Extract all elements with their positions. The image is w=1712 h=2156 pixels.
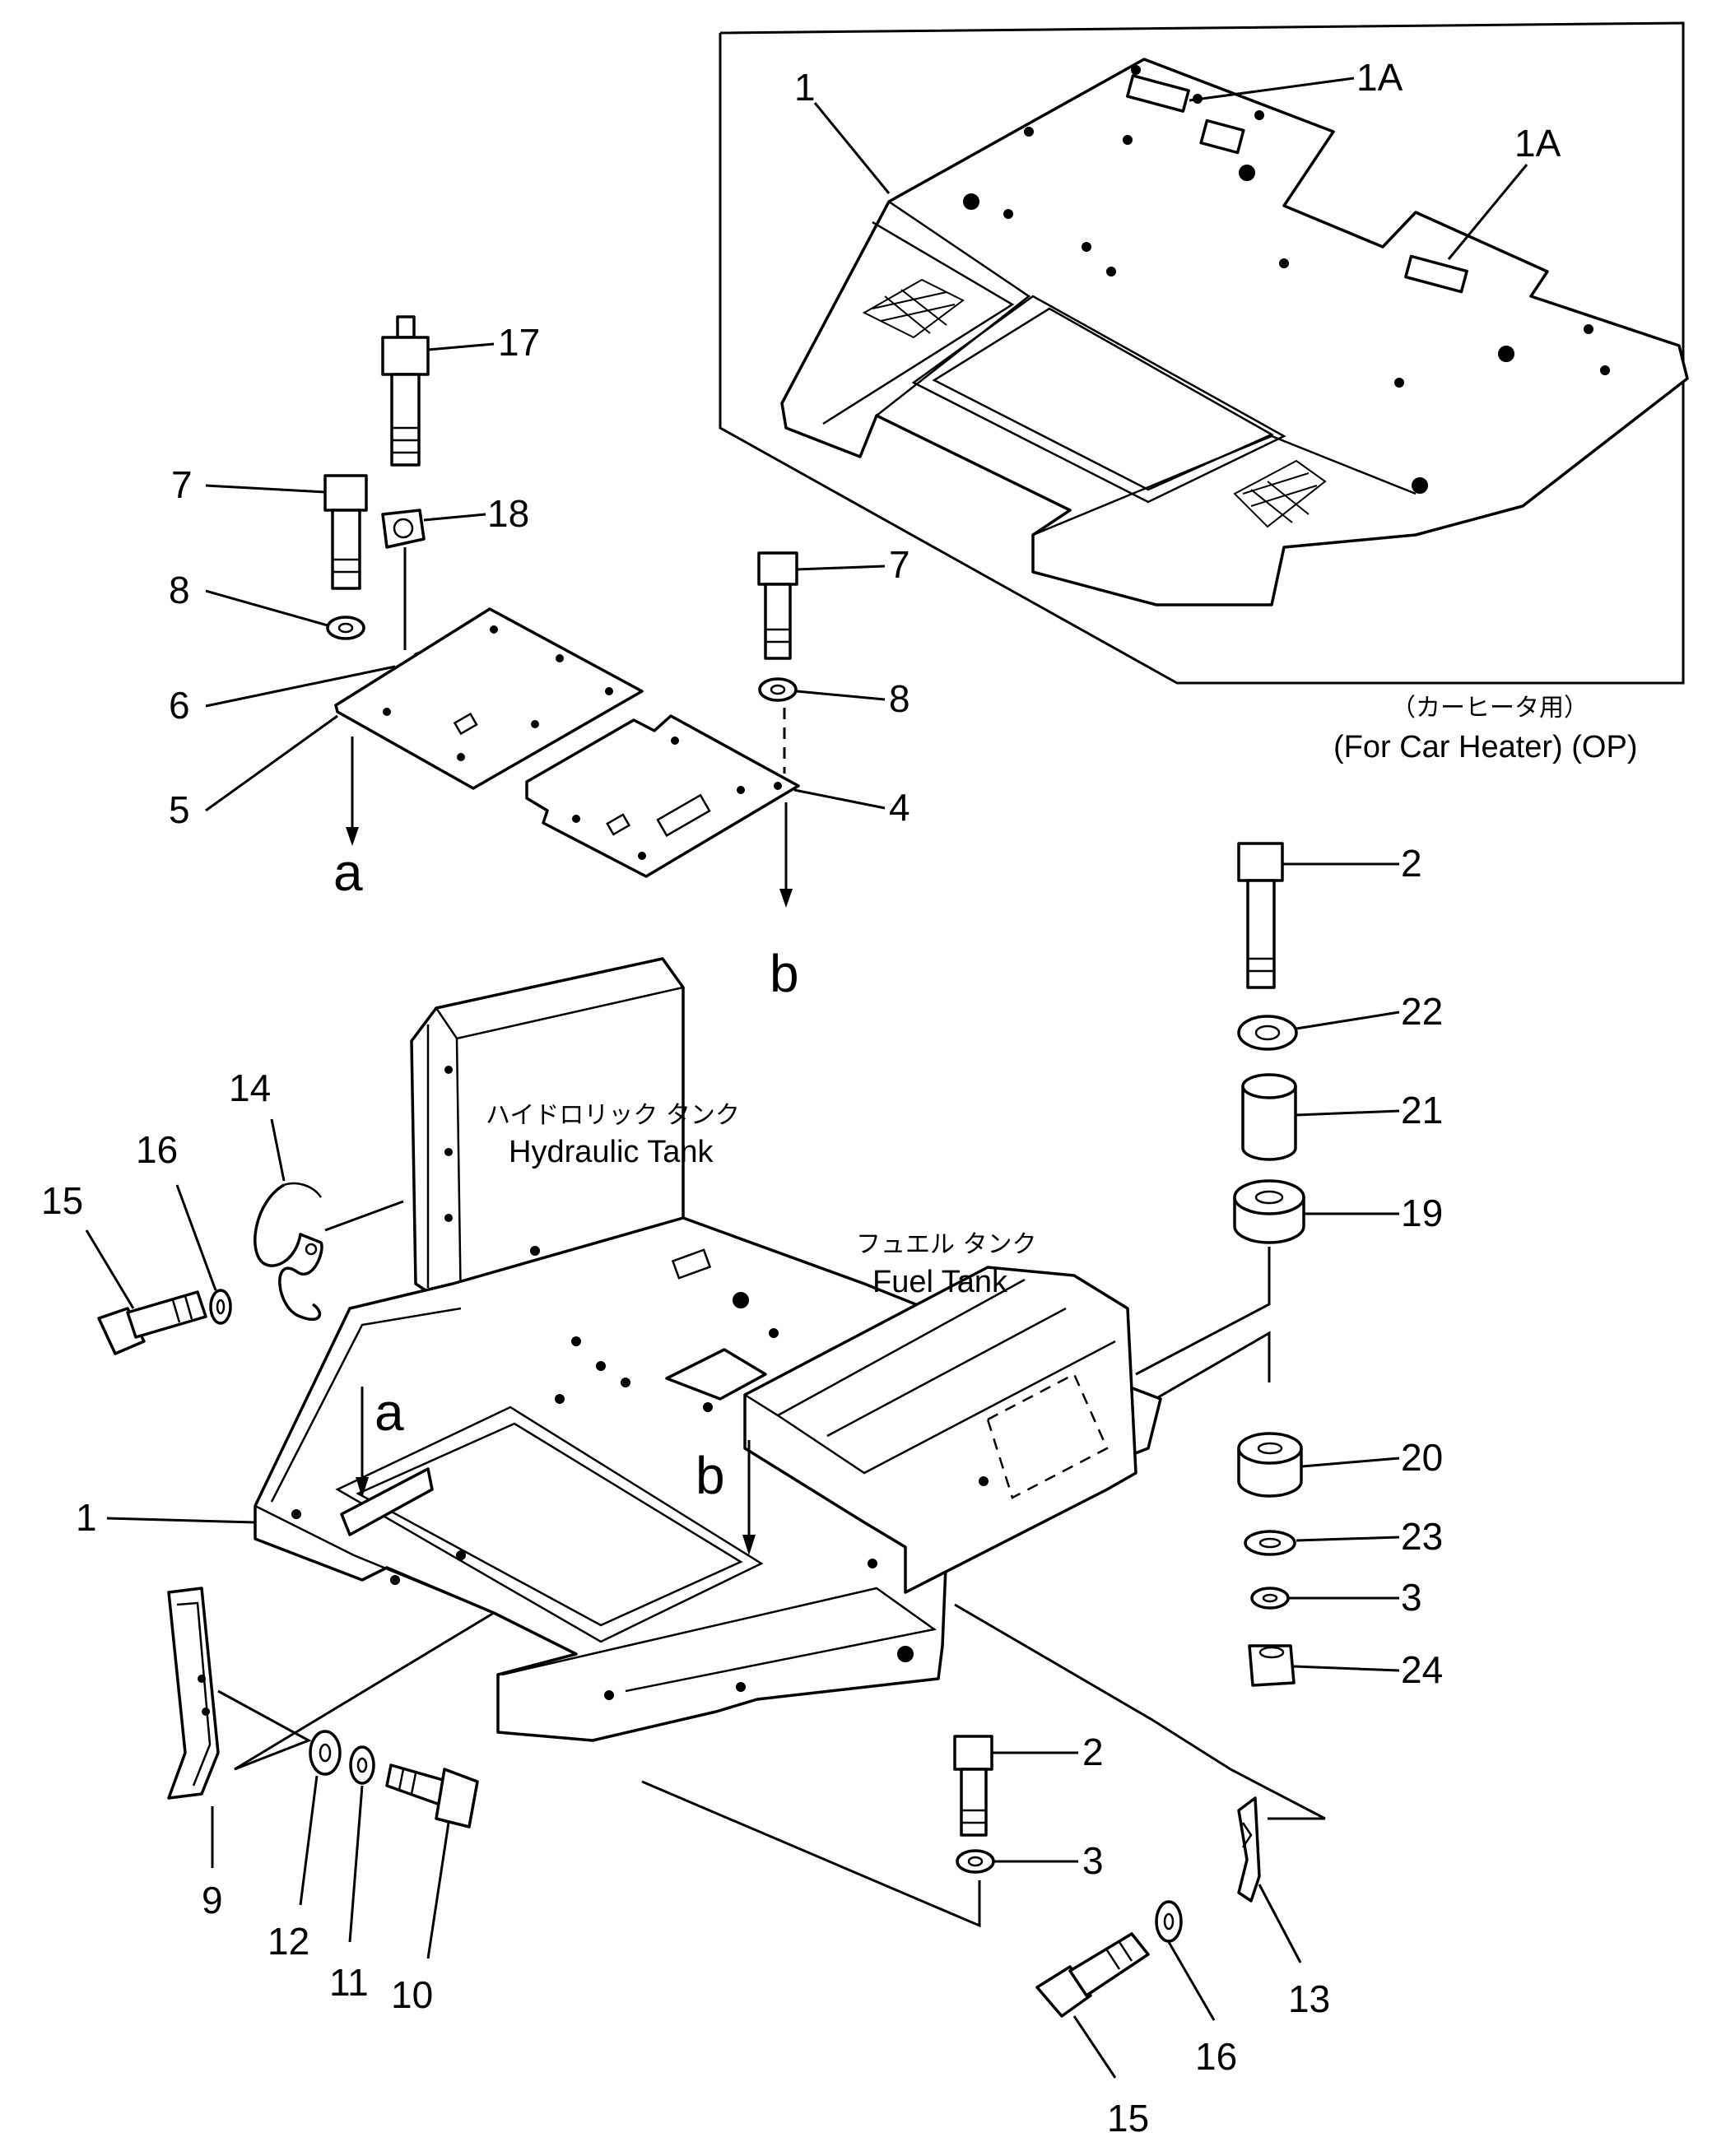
washer-16-icon (209, 1289, 232, 1325)
inset-label-1a-left: 1A (1356, 56, 1403, 99)
hydraulic-tank-label-jp: ハイドロリック タンク (486, 1101, 740, 1130)
fuel-tank-label-jp: フュエル タンク (856, 1230, 1037, 1259)
callout-19: 19 (1401, 1192, 1443, 1234)
callout-15-left: 15 (41, 1179, 83, 1222)
inset-bracket-1a-left (1126, 74, 1190, 113)
washer-8-right-icon (758, 677, 798, 702)
callout-12: 12 (268, 1920, 309, 1963)
nut-24-icon (1248, 1644, 1296, 1687)
inset-label-1: 1 (794, 66, 816, 109)
callout-7-left: 7 (171, 463, 193, 506)
plate-4-icon (525, 714, 800, 878)
bolt-15-lower-icon (1035, 1932, 1150, 2018)
fuel-tank-icon (743, 1266, 1137, 1594)
ref-a-lower: a (374, 1382, 404, 1442)
washer-16-lower-icon (1155, 1900, 1183, 1943)
callout-2-lower: 2 (1082, 1731, 1104, 1773)
bolt-7-icon (323, 474, 368, 590)
inset-grille-right (1233, 459, 1327, 528)
washer-12-icon (309, 1730, 342, 1776)
callout-1-frame: 1 (76, 1496, 97, 1539)
washer-22-icon (1237, 1015, 1298, 1051)
inset-bracket-1a-right (1404, 254, 1468, 294)
hydraulic-tank-label-en: Hydraulic Tank (509, 1135, 714, 1169)
lower-right-hardware: 2 3 13 16 15 (641, 1603, 1330, 2140)
callout-24: 24 (1401, 1648, 1443, 1691)
plate-5-icon (334, 607, 644, 790)
callout-23: 23 (1401, 1515, 1443, 1558)
inset-bracket-1a-mid (1199, 118, 1245, 155)
callout-15-lower: 15 (1107, 2097, 1149, 2140)
main-frame: ハイドロリック タンク Hydraulic Tank (76, 957, 1162, 1742)
callout-3-lower: 3 (1082, 1839, 1104, 1882)
callout-6: 6 (169, 684, 190, 727)
washer-3-icon (1250, 1587, 1290, 1610)
inset-car-heater: 1 1A 1A （カーヒータ用） (For Car Heater) (OP) (719, 21, 1689, 764)
bolt-7-right-icon (757, 551, 798, 660)
washer-23-icon (1244, 1530, 1296, 1556)
callout-10: 10 (391, 1973, 433, 2016)
washer-11-icon (349, 1745, 375, 1785)
inset-floor-plate (780, 58, 1689, 606)
bolt-17-icon (381, 315, 430, 467)
upper-parts: 17 7 18 8 6 (169, 315, 910, 1003)
inset-label-1a-right: 1A (1514, 122, 1561, 165)
bolt-2-icon (1237, 842, 1284, 989)
hydraulic-tank-icon (410, 957, 686, 1314)
callout-8-right: 8 (889, 677, 910, 720)
fuel-tank-label-en: Fuel Tank (872, 1265, 1008, 1299)
clip-14-icon (254, 1183, 323, 1322)
callout-5: 5 (169, 788, 190, 831)
callout-9: 9 (202, 1879, 223, 1921)
washer-8-icon (326, 616, 365, 640)
washer-3-lower-icon (956, 1849, 995, 1874)
callout-7-right: 7 (889, 543, 910, 586)
inset-holes (963, 65, 1610, 494)
callout-13: 13 (1288, 1977, 1330, 2020)
mount-19-icon (1233, 1179, 1305, 1244)
callout-3-right: 3 (1401, 1576, 1422, 1619)
inset-caption-en: (For Car Heater) (OP) (1333, 730, 1637, 764)
mount-stack: 2 22 21 19 20 (1135, 842, 1443, 1691)
ref-b-lower: b (696, 1446, 725, 1505)
callout-21: 21 (1401, 1089, 1443, 1131)
inset-grille-left (862, 278, 965, 339)
callout-2-top: 2 (1401, 842, 1422, 885)
bolt-10-icon (385, 1763, 479, 1828)
callout-16-lower: 16 (1195, 2035, 1237, 2078)
ref-b-upper: b (770, 944, 799, 1003)
ref-a-upper: a (333, 843, 363, 902)
bolt-2-lower-icon (953, 1735, 993, 1837)
bracket-9-icon (167, 1587, 220, 1800)
nut-18-icon (381, 509, 426, 549)
plate-5-holes (383, 625, 613, 761)
left-hardware: 14 16 15 9 12 (41, 1066, 495, 2016)
clip-13-icon (1237, 1796, 1261, 1903)
bolt-15-icon (97, 1290, 207, 1355)
plate-4-holes (572, 736, 782, 860)
callout-18: 18 (487, 492, 529, 535)
inset-caption-jp: （カーヒータ用） (1391, 694, 1589, 723)
callout-4: 4 (889, 786, 910, 829)
callout-20: 20 (1401, 1436, 1443, 1479)
callout-8-left: 8 (169, 569, 190, 611)
callout-11: 11 (329, 1961, 369, 2004)
collar-21-icon (1241, 1073, 1297, 1161)
callout-16-left: 16 (136, 1128, 178, 1171)
callout-14: 14 (229, 1066, 271, 1109)
callout-17: 17 (498, 321, 540, 364)
mount-20-icon (1237, 1432, 1303, 1498)
callout-22: 22 (1401, 990, 1443, 1033)
